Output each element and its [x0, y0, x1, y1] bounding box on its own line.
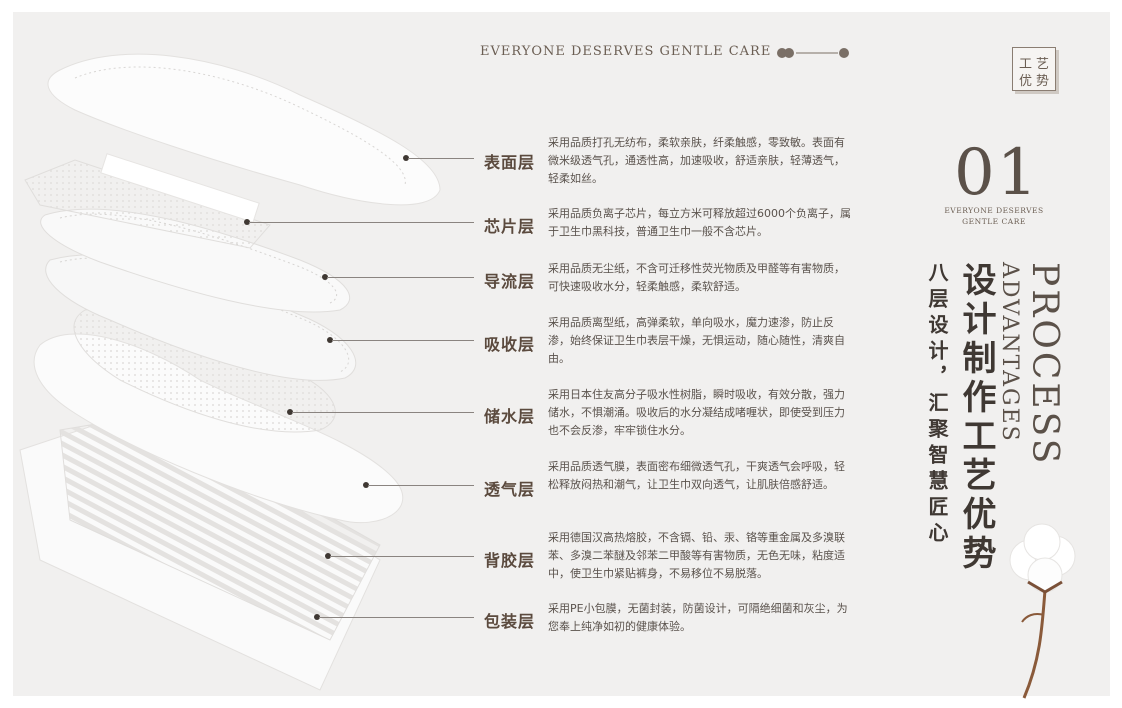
layer-marker-flow [322, 274, 328, 280]
section-subtitle-line2: GENTLE CARE [962, 217, 1026, 226]
layer-title-storage: 储水层 [484, 407, 536, 426]
sub-title: 八层设计，汇聚智慧匠心 [925, 262, 949, 548]
leader-line-packaging [319, 617, 474, 618]
leader-line-flow [327, 277, 474, 278]
layer-marker-breathable [363, 482, 369, 488]
layer-title-chip: 芯片层 [484, 217, 536, 236]
leader-line-surface [408, 158, 474, 159]
layer-marker-adhesive [325, 553, 331, 559]
pad-layers-illustration [19, 53, 441, 691]
layer-desc-surface: 采用品质打孔无纺布，柔软亲肤，纤柔触感，零致敏。表面有微米级透气孔，通透性高，加… [548, 136, 845, 185]
layer-marker-chip [244, 219, 250, 225]
leader-line-chip [249, 222, 474, 223]
stamp-char: 势 [1036, 74, 1050, 89]
layer-title-flow: 导流层 [484, 272, 536, 291]
layer-desc-flow: 采用品质无尘纸，不含可迁移性荧光物质及甲醛等有害物质，可快速吸收水分，轻柔触感，… [548, 262, 845, 293]
cotton-flower-decoration [1009, 523, 1076, 699]
layer-title-breathable: 透气层 [484, 480, 536, 499]
main-title: 设计制作工艺优势 [956, 262, 996, 574]
leader-line-adhesive [330, 556, 474, 557]
stamp-char: 艺 [1036, 57, 1050, 72]
stamp-char: 工 [1019, 57, 1033, 72]
layer-marker-surface [403, 155, 409, 161]
leader-line-storage [292, 412, 474, 413]
layer-desc-chip: 采用品质负离子芯片，每立方米可释放超过6000个负离子，属于卫生巾黑科技，普通卫… [548, 207, 851, 238]
layer-title-absorption: 吸收层 [484, 335, 536, 354]
section-number: 01 [954, 136, 1040, 210]
layer-desc-storage: 采用日本住友高分子吸水性树脂，瞬时吸收，有效分散，强力储水，不惧潮涌。吸收后的水… [548, 388, 845, 437]
english-subtitle: ADVANTAGES [997, 262, 1022, 443]
layer-title-packaging: 包装层 [484, 612, 536, 631]
layer-desc-breathable: 采用品质透气膜，表面密布细微透气孔，干爽透气会呼吸，轻松释放闷热和潮气，让卫生巾… [548, 460, 845, 491]
section-subtitle-line1: EVERYONE DESERVES [944, 206, 1044, 215]
header-tagline: EVERYONE DESERVES GENTLE CARE [480, 44, 772, 59]
layer-desc-adhesive: 采用德国汉高热熔胶，不含镉、铅、汞、铬等重金属及多溴联苯、多溴二苯醚及邻苯二甲酸… [548, 531, 845, 580]
chip-layer-shape [24, 159, 271, 249]
layer-desc-absorption: 采用品质离型纸，高弹柔软，单向吸水，魔力速渗，防止反渗，始终保证卫生巾表层干燥，… [548, 316, 845, 365]
section-subtitle: EVERYONE DESERVES GENTLE CARE [939, 205, 1049, 227]
leader-line-absorption [332, 340, 474, 341]
layer-desc-packaging: 采用PE小包膜，无菌封装，防菌设计，可隔绝细菌和灰尘，为您奉上纯净如初的健康体验… [548, 602, 848, 633]
layer-title-surface: 表面层 [484, 153, 536, 172]
layer-marker-storage [287, 409, 293, 415]
leader-line-breathable [368, 485, 474, 486]
craft-advantage-stamp: 工 艺 优 势 [1012, 47, 1056, 91]
stamp-char: 优 [1019, 74, 1033, 89]
layer-marker-absorption [327, 337, 333, 343]
english-title: PROCESS [1024, 262, 1065, 467]
chip-insert-shape [100, 153, 260, 223]
layer-marker-packaging [314, 614, 320, 620]
surface-layer-shape [47, 53, 441, 206]
layer-title-adhesive: 背胶层 [484, 551, 536, 570]
header-decoration [777, 48, 849, 58]
